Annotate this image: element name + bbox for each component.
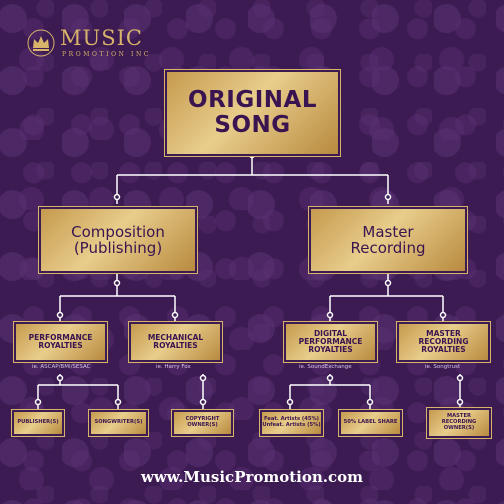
artists-share-box: Feat. Artists (45%) Unfeat. Artists (5%)	[262, 412, 321, 434]
crown-icon	[27, 29, 55, 57]
digital-performance-royalties-box: DIGITAL PERFORMANCE ROYALTIES	[286, 324, 375, 360]
logo-name: MUSIC	[60, 26, 143, 50]
publishers-box: PUBLISHER(S)	[14, 412, 62, 434]
logo: MUSIC PROMOTION INC	[26, 24, 166, 64]
logo-subtitle: PROMOTION INC	[62, 51, 151, 58]
master-recording-box: Master Recording	[311, 209, 465, 271]
master-recording-royalties-box: MASTER RECORDING ROYALTIES	[399, 324, 488, 360]
performance-note: ie. ASCAP/BMI/SESAC	[32, 364, 91, 370]
digital-note: ie. SoundExchange	[299, 364, 352, 370]
mechanical-royalties-box: MECHANICAL ROYALTIES	[131, 324, 220, 360]
songwriters-box: SONGWRITER(S)	[91, 412, 146, 434]
website-url: www.MusicPromotion.com	[140, 468, 364, 486]
mechanical-note: ie. Harry Fox	[156, 364, 191, 370]
master-recording-owners-box: MASTER RECORDING OWNER(S)	[429, 410, 489, 436]
performance-royalties-box: PERFORMANCE ROYALTIES	[16, 324, 105, 360]
composition-publishing-box: Composition (Publishing)	[41, 209, 195, 271]
master-recording-note: ie. Songtrust	[425, 364, 461, 370]
copyright-owners-box: COPYRIGHT OWNER(S)	[174, 412, 231, 434]
original-song-box: ORIGINAL SONG	[167, 72, 338, 154]
label-share-box: 50% LABEL SHARE	[341, 412, 400, 434]
